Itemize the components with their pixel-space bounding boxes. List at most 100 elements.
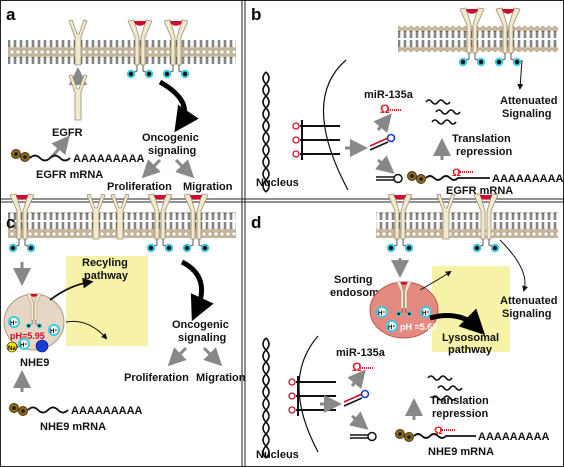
egfr-label: EGFR (52, 127, 83, 139)
recycling-label-2: pathway (84, 270, 129, 282)
oncogenic-label-c2: signaling (178, 332, 226, 344)
oncogenic-label-2: signaling (148, 145, 196, 157)
panel-b-letter: b (251, 5, 261, 24)
mature-mir-icon-d: Ω (352, 360, 362, 374)
mir-genes-icon-d (288, 376, 336, 416)
recycling-arrow-icon (49, 277, 94, 301)
arrow-down-right-icon-b (375, 155, 395, 174)
dna-helix-icon-d (262, 337, 270, 459)
mir-genes-icon (292, 120, 340, 160)
recycling-label-1: Recyling (82, 257, 128, 269)
translation-label-2: repression (456, 146, 513, 158)
arrow-up-right-icon-d (347, 369, 366, 389)
panel-b: b Nucleus miR-135a Ω (251, 5, 564, 197)
degraded-mrna-icon (425, 99, 461, 125)
proton-label-d1: H⁺ (378, 310, 386, 317)
mir-duplex-icon-d (343, 389, 370, 407)
degraded-strand-icon-d (350, 431, 377, 442)
arrow-diagonal-icon (50, 135, 70, 158)
proton-icon (8, 316, 20, 328)
poly-a-tail-b: AAAAAAAAA (492, 173, 564, 185)
oncogenic-arrow-icon (158, 79, 199, 133)
translation-label-d2: repression (432, 408, 489, 420)
dna-helix-icon (262, 71, 270, 193)
poly-a-tail-c: AAAAAAAAA (71, 405, 143, 417)
nhe9-mrna-label: NHE9 mRNA (40, 421, 106, 433)
attenuated-label-d1: Attenuated (500, 295, 557, 307)
bound-mir-cap-icon: Ω (452, 167, 461, 179)
panel-a-membrane (8, 38, 236, 64)
sodium-label: Na⁺ (8, 345, 19, 352)
mrna-cap-icon-c (9, 403, 28, 416)
ph-label-d: pH =5.63 (400, 322, 437, 332)
proton-icon-d3 (386, 320, 398, 332)
sodium-icon (6, 341, 18, 353)
attenuated-arrow-icon (517, 59, 524, 90)
migration-label-c: Migration (196, 372, 246, 384)
oncogenic-label-c1: Oncogenic (172, 319, 229, 331)
nucleus-label-d: Nucleus (256, 449, 299, 461)
translation-label-1: Translation (452, 133, 511, 145)
lysosomal-label-2: pathway (448, 344, 493, 356)
mrna-strand-icon-d (413, 433, 476, 439)
mrna-cap-icon-b (407, 171, 426, 184)
panel-b-membrane (398, 26, 558, 52)
sorting-label-2: endosome (330, 287, 385, 299)
arrow-down-left-icon (141, 158, 162, 179)
attenuated-label-1: Attenuated (500, 95, 557, 107)
panel-a: a EGFR AAAAAAAAA EGFR mRNA Oncogenic sig… (6, 5, 236, 193)
nhe9-label: NHE9 (20, 357, 49, 369)
panel-d-membrane (376, 212, 558, 238)
translation-label-d1: Translation (430, 395, 489, 407)
lysosomal-label-1: Lysosomal (442, 332, 499, 344)
nuclear-envelope-icon (322, 59, 349, 191)
bound-mir-cap-icon-d: Ω (434, 425, 443, 437)
mrna-strand-icon (29, 154, 71, 162)
mir-duplex-icon (369, 133, 396, 151)
sorting-arrow-icon (65, 320, 108, 340)
mir-135a-label-d: miR-135a (336, 347, 386, 359)
recycling-highlight-box (66, 256, 148, 346)
proton-label-3: H⁺ (20, 342, 28, 349)
mrna-cap-icon-d (395, 429, 414, 442)
mrna-strand-icon-b (425, 175, 490, 181)
degraded-strand-icon (376, 173, 403, 184)
panel-d: d Lysosomal pathway Sorting endosome H⁺ … (251, 193, 558, 461)
mature-mir-icon: Ω (380, 102, 390, 116)
arrow-up-right-icon (373, 113, 392, 133)
nuclear-envelope-icon-d (298, 335, 319, 453)
ph-label-c: pH=5.95 (10, 331, 45, 341)
proliferation-label: Proliferation (107, 181, 172, 193)
oncogenic-label-1: Oncogenic (142, 132, 199, 144)
nhe9-transporter-icon (35, 339, 49, 353)
panel-d-letter: d (251, 213, 261, 232)
arrow-down-right-icon (174, 158, 195, 179)
lysosomal-arrow-icon (429, 308, 486, 336)
egfr-mrna-label: EGFR mRNA (36, 169, 103, 181)
mrna-cap-icon (11, 149, 30, 162)
egfr-mrna-label-b: EGFR mRNA (446, 185, 513, 197)
poly-a-tail-d: AAAAAAAAA (478, 431, 550, 443)
proton-label-2: H⁺ (50, 328, 58, 335)
oncogenic-arrow-icon-c (180, 259, 214, 322)
poly-a-tail: AAAAAAAAA (73, 153, 145, 165)
attenuated-arrow-icon-d (499, 239, 529, 292)
sorting-label-1: Sorting (334, 274, 373, 286)
proton-icon-3 (18, 338, 30, 350)
panel-a-letter: a (6, 5, 16, 24)
proliferation-label-c: Proliferation (124, 372, 189, 384)
recycling-arrow-icon-d (419, 270, 452, 291)
arrow-down-right-icon-c (202, 346, 223, 367)
proton-icon-2 (48, 324, 60, 336)
attenuated-label-2: Signaling (502, 108, 552, 120)
nucleus-label: Nucleus (256, 177, 299, 189)
mir-135a-label-b: miR-135a (364, 89, 414, 101)
attenuated-label-d2: Signaling (502, 308, 552, 320)
arrow-down-left-icon-c (167, 346, 188, 367)
proton-icon-d2 (420, 306, 432, 318)
proton-label-d3: H⁺ (388, 324, 396, 331)
nhe9-mrna-label-d: NHE9 mRNA (428, 446, 494, 458)
panel-c: c Recyling pathway H⁺ H⁺ H⁺ pH=5.95 Na⁺ … (3, 193, 246, 433)
proton-label-1: H⁺ (10, 320, 18, 327)
